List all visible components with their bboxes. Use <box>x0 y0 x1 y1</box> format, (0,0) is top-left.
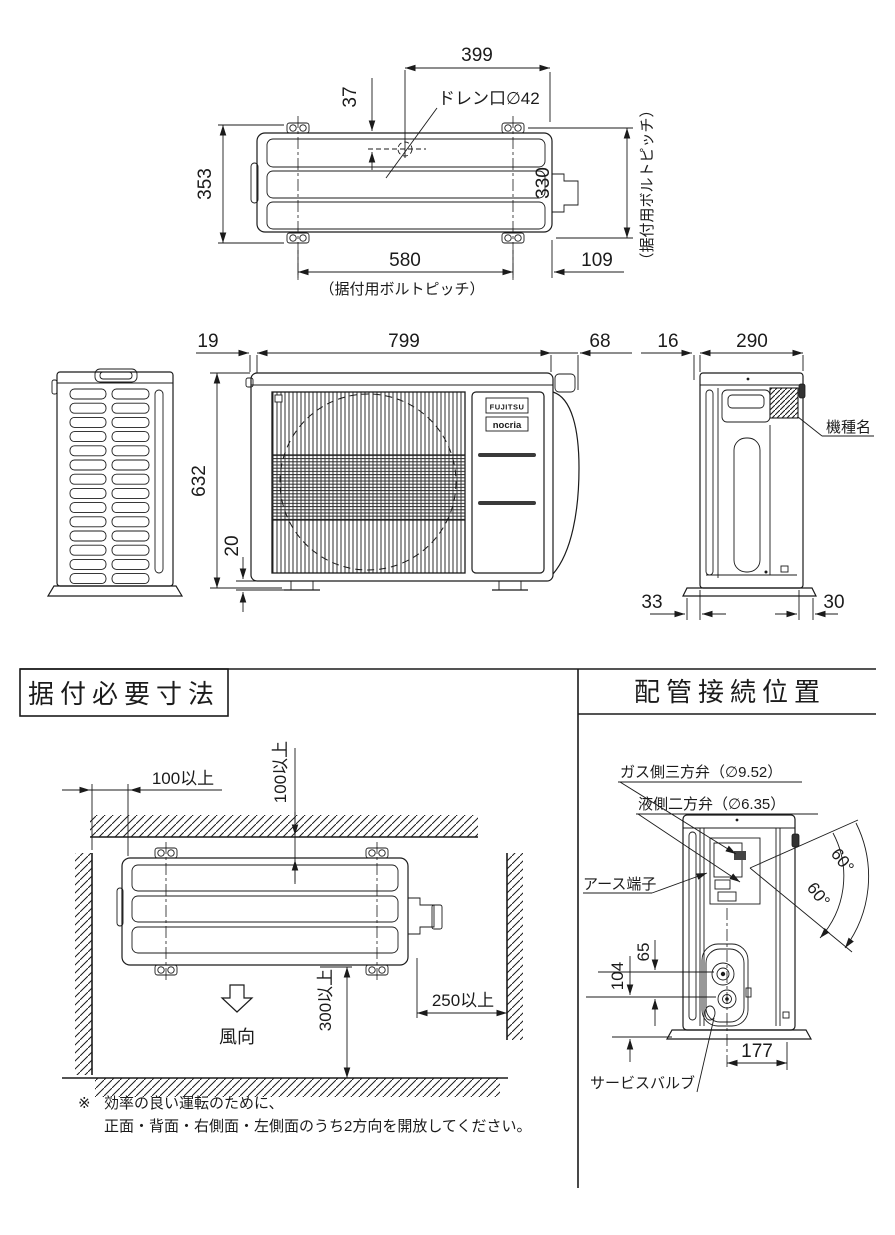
piping-connection-diagram: ガス側三方弁（∅9.52） 液側二方弁（∅6.35） アース端子 60° 60°… <box>583 764 870 1093</box>
dim-65: 65 <box>634 943 653 962</box>
dim-104: 104 <box>608 962 627 990</box>
earth-terminal-label: アース端子 <box>583 876 656 893</box>
drain-label: ドレン口∅42 <box>438 89 540 108</box>
fujitsu-logo: FUJITSU <box>490 403 525 412</box>
gas-valve-label: ガス側三方弁（∅9.52） <box>620 764 782 781</box>
left-wall-hatch <box>75 853 92 1075</box>
louver-slats <box>69 388 150 585</box>
liquid-valve-label: 液側二方弁（∅6.35） <box>638 796 785 813</box>
dim-19: 19 <box>197 331 218 352</box>
fan-grille <box>271 391 466 574</box>
dim-290: 290 <box>736 331 768 352</box>
note-line2: 正面・背面・右側面・左側面のうち2方向を開放してください。 <box>104 1118 531 1135</box>
install-section-title: 据付必要寸法 <box>28 679 220 709</box>
service-valve <box>704 1005 716 1021</box>
service-valve-label: サービスバルブ <box>590 1074 695 1092</box>
right-side-view-drawing: 機種名 16 290 33 30 <box>641 331 874 620</box>
dim-399: 399 <box>461 45 493 66</box>
dim-30: 30 <box>823 592 844 613</box>
foot <box>498 580 522 591</box>
gas-valve <box>711 962 735 986</box>
dim-632: 632 <box>189 465 210 497</box>
clearance-left: 100以上 <box>152 769 214 788</box>
install-title-box <box>19 668 229 717</box>
pipe-swing-angles: 60° 60° <box>749 819 870 953</box>
note-mark: ※ <box>78 1095 91 1112</box>
side-cover-bulge <box>552 391 580 575</box>
front-view-drawing: FUJITSU nocria 19 799 68 632 20 <box>189 331 632 612</box>
angle-lower: 60° <box>803 879 834 911</box>
dim-68: 68 <box>589 331 610 352</box>
dim-37: 37 <box>340 86 361 107</box>
wind-direction-arrow <box>220 984 254 1013</box>
base-plate <box>46 585 184 597</box>
installation-clearance-diagram: 風向 100以上 100以上 300以上 250以上 ※ 効率の良い運転のために… <box>62 741 531 1135</box>
dim-109: 109 <box>581 250 613 271</box>
drain-port <box>368 70 438 179</box>
dim-353: 353 <box>195 168 216 200</box>
model-name-plate <box>769 387 799 419</box>
clearance-right: 250以上 <box>432 991 494 1010</box>
dim-16: 16 <box>657 331 678 352</box>
dim-20: 20 <box>222 535 243 556</box>
clearance-bottom: 300以上 <box>316 969 335 1031</box>
valve-assembly <box>701 943 752 1027</box>
fujitsu-logo-box <box>485 397 529 414</box>
fan-circle <box>279 393 457 571</box>
right-wall-hatch <box>507 853 523 1040</box>
nocria-logo-box <box>485 416 529 432</box>
foot <box>290 580 314 591</box>
dim-33: 33 <box>641 592 662 613</box>
dim-799: 799 <box>388 331 420 352</box>
dim-330: 330 <box>533 167 554 199</box>
base-plate <box>682 587 817 597</box>
top-view-drawing: 399 37 ドレン口∅42 353 330 （据付用ボルトピッチ） 580 （… <box>195 45 656 298</box>
note-line1: 効率の良い運転のために、 <box>104 1095 284 1112</box>
wind-direction-label: 風向 <box>219 1027 255 1047</box>
angle-upper: 60° <box>827 845 858 877</box>
terminal-box <box>709 837 761 905</box>
top-wall-hatch <box>90 815 478 837</box>
nocria-logo: nocria <box>493 420 522 431</box>
piping-section-title: 配管接続位置 <box>634 677 826 707</box>
clearance-top: 100以上 <box>271 741 290 803</box>
model-name-label: 機種名 <box>826 419 871 436</box>
left-side-view-drawing <box>46 368 184 597</box>
base-plate <box>665 1029 813 1040</box>
unit-top-view <box>116 842 443 982</box>
dim-580: 580 <box>389 250 421 271</box>
section-headers: 据付必要寸法 配管接続位置 <box>19 668 876 1188</box>
control-panel: FUJITSU nocria <box>471 391 545 574</box>
dim-177: 177 <box>741 1041 773 1062</box>
bolt-pitch-note-vertical: （据付用ボルトピッチ） <box>639 102 656 267</box>
bolt-pitch-note-bottom: （据付用ボルトピッチ） <box>319 281 484 298</box>
ground-hatch <box>95 1078 500 1097</box>
